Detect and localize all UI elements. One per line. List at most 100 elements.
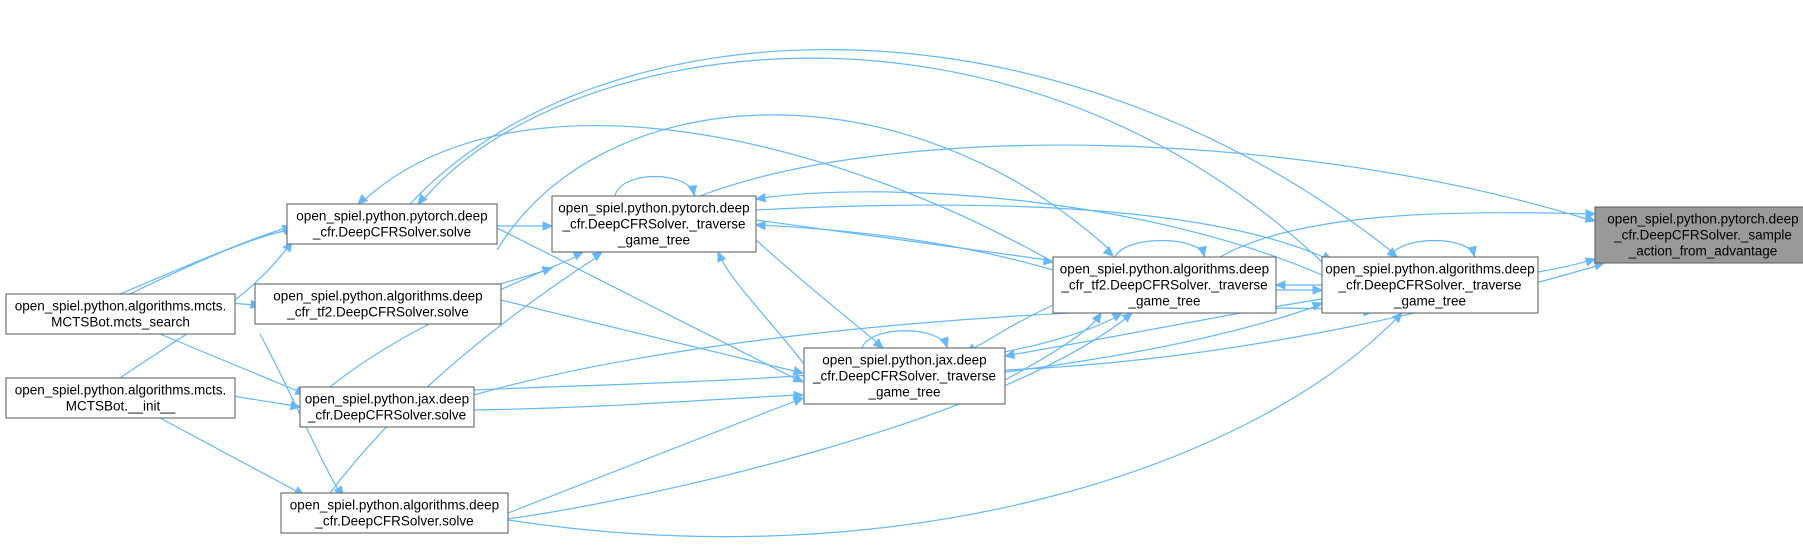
edge-1 (1219, 212, 1591, 258)
edge-33 (614, 175, 696, 197)
edge-27 (760, 224, 1054, 271)
arrowhead-31 (572, 251, 585, 261)
node-label-line: open_spiel.python.algorithms.deep (290, 498, 499, 513)
arrowhead-0 (1584, 257, 1597, 267)
node-label-line: _cfr.DeepCFRSolver._traverse (1337, 278, 1521, 293)
node-label-line: _cfr.DeepCFRSolver._traverse (812, 369, 996, 384)
nodes-layer: open_spiel.python.pytorch.deep_cfr.DeepC… (5, 195, 1803, 534)
node-alg-tt[interactable]: open_spiel.python.algorithms.deep_cfr.De… (1321, 256, 1539, 314)
edge-10 (1389, 240, 1476, 258)
node-box (254, 283, 502, 325)
edge-17 (499, 314, 1131, 521)
arrowhead-41 (289, 400, 302, 411)
arrowhead-15 (1102, 246, 1114, 257)
edge-43 (129, 229, 291, 295)
edge-14 (755, 219, 1049, 261)
arrowhead-21 (792, 373, 805, 383)
arrowhead-18 (1197, 245, 1207, 258)
arrowhead-25 (939, 336, 949, 349)
node-label-line: _game_tree (867, 385, 940, 400)
arrowhead-13 (1091, 311, 1102, 324)
arrowhead-32 (591, 251, 604, 262)
edge-18 (1114, 239, 1206, 258)
node-label-line: _game_tree (1393, 294, 1466, 309)
edge-42 (159, 417, 301, 494)
node-label-line: open_spiel.python.jax.deep (822, 353, 986, 368)
node-tf2-tt[interactable]: open_spiel.python.algorithms.deep_cfr_tf… (1052, 256, 1277, 314)
arrowhead-17 (1121, 312, 1133, 323)
node-pt-tt[interactable]: open_spiel.python.pytorch.deep_cfr.DeepC… (551, 195, 757, 253)
edge-24 (507, 399, 799, 514)
node-label-line: MCTSBot.mcts_search (51, 315, 190, 330)
arrowhead-33 (687, 184, 698, 197)
edge-2 (1004, 264, 1601, 371)
edge-23 (473, 394, 799, 411)
edge-12 (1009, 298, 1323, 356)
arrowhead-12 (1003, 349, 1016, 360)
node-alg-solve[interactable]: open_spiel.python.algorithms.deep_cfr.De… (280, 492, 509, 534)
edge-38 (159, 333, 301, 393)
node-box (280, 492, 509, 534)
edge-28 (719, 255, 805, 365)
node-label-line: _cfr.DeepCFRSolver.solve (307, 408, 466, 423)
node-label-line: _game_tree (1127, 294, 1200, 309)
node-mcts-search[interactable]: open_spiel.python.algorithms.mcts.MCTSBo… (5, 293, 236, 335)
arrowhead-28 (717, 250, 727, 263)
edge-20 (755, 239, 881, 346)
node-label-line: _cfr.DeepCFRSolver._sample (1613, 228, 1792, 243)
edge-26 (760, 191, 1323, 276)
edge-5 (1004, 304, 1321, 373)
arrowhead-16 (1111, 312, 1124, 322)
arrowhead-27 (754, 220, 766, 231)
arrowhead-35 (417, 193, 428, 205)
node-box (286, 203, 498, 245)
node-box (803, 347, 1006, 405)
node-jax-solve[interactable]: open_spiel.python.jax.deep_cfr.DeepCFRSo… (299, 386, 475, 428)
node-label-line: _cfr_tf2.DeepCFRSolver._traverse (1060, 278, 1267, 293)
edge-6 (755, 204, 1331, 261)
node-label-line: open_spiel.python.algorithms.deep (273, 289, 482, 304)
node-label-line: MCTSBot.__init__ (66, 399, 176, 414)
node-mcts-init[interactable]: open_spiel.python.algorithms.mcts.MCTSBo… (5, 377, 236, 419)
arrowhead-4 (1312, 285, 1324, 295)
edge-7 (409, 48, 1396, 255)
node-label-line: open_spiel.python.jax.deep (305, 392, 469, 407)
arrowhead-26 (754, 193, 767, 203)
node-tf2-solve[interactable]: open_spiel.python.algorithms.deep_cfr_tf… (254, 283, 502, 325)
node-label-line: open_spiel.python.pytorch.deep (296, 209, 487, 224)
node-root[interactable]: open_spiel.python.pytorch.deep_cfr.DeepC… (1594, 206, 1803, 264)
node-jax-tt[interactable]: open_spiel.python.jax.deep_cfr.DeepCFRSo… (803, 347, 1006, 405)
arrowhead-3 (1584, 213, 1597, 223)
node-box (5, 377, 236, 419)
edge-35 (419, 57, 1323, 263)
arrowhead-34 (357, 194, 369, 205)
node-label-line: _cfr_tf2.DeepCFRSolver.solve (286, 305, 469, 320)
arrowhead-22 (792, 366, 805, 376)
node-label-line: open_spiel.python.algorithms.deep (1325, 262, 1534, 277)
node-box (5, 293, 236, 335)
node-label-line: open_spiel.python.algorithms.mcts. (15, 299, 227, 314)
edge-32 (329, 254, 601, 494)
arrowhead-10 (1467, 245, 1477, 258)
arrowhead-11 (1274, 280, 1286, 290)
node-box (299, 386, 475, 428)
node-label-line: _cfr.DeepCFRSolver.solve (314, 514, 473, 529)
node-box (551, 195, 757, 253)
edge-22 (500, 299, 799, 373)
node-label-line: open_spiel.python.algorithms.deep (1060, 262, 1269, 277)
edge-9 (507, 314, 1401, 538)
node-pt-solve[interactable]: open_spiel.python.pytorch.deep_cfr.DeepC… (286, 203, 498, 245)
node-label-line: open_spiel.python.pytorch.deep (558, 201, 749, 216)
node-label-line: _action_from_advantage (1628, 244, 1778, 259)
node-label-line: _cfr.DeepCFRSolver._traverse (561, 217, 745, 232)
arrowhead-9 (1391, 312, 1403, 324)
node-box (1052, 256, 1277, 314)
arrowhead-20 (872, 338, 884, 349)
arrowhead-24 (792, 397, 805, 406)
node-label-line: open_spiel.python.pytorch.deep (1607, 212, 1798, 227)
node-box (1594, 206, 1803, 264)
edge-19 (969, 304, 1054, 351)
node-label-line: _game_tree (617, 233, 690, 248)
edge-21 (496, 227, 799, 381)
